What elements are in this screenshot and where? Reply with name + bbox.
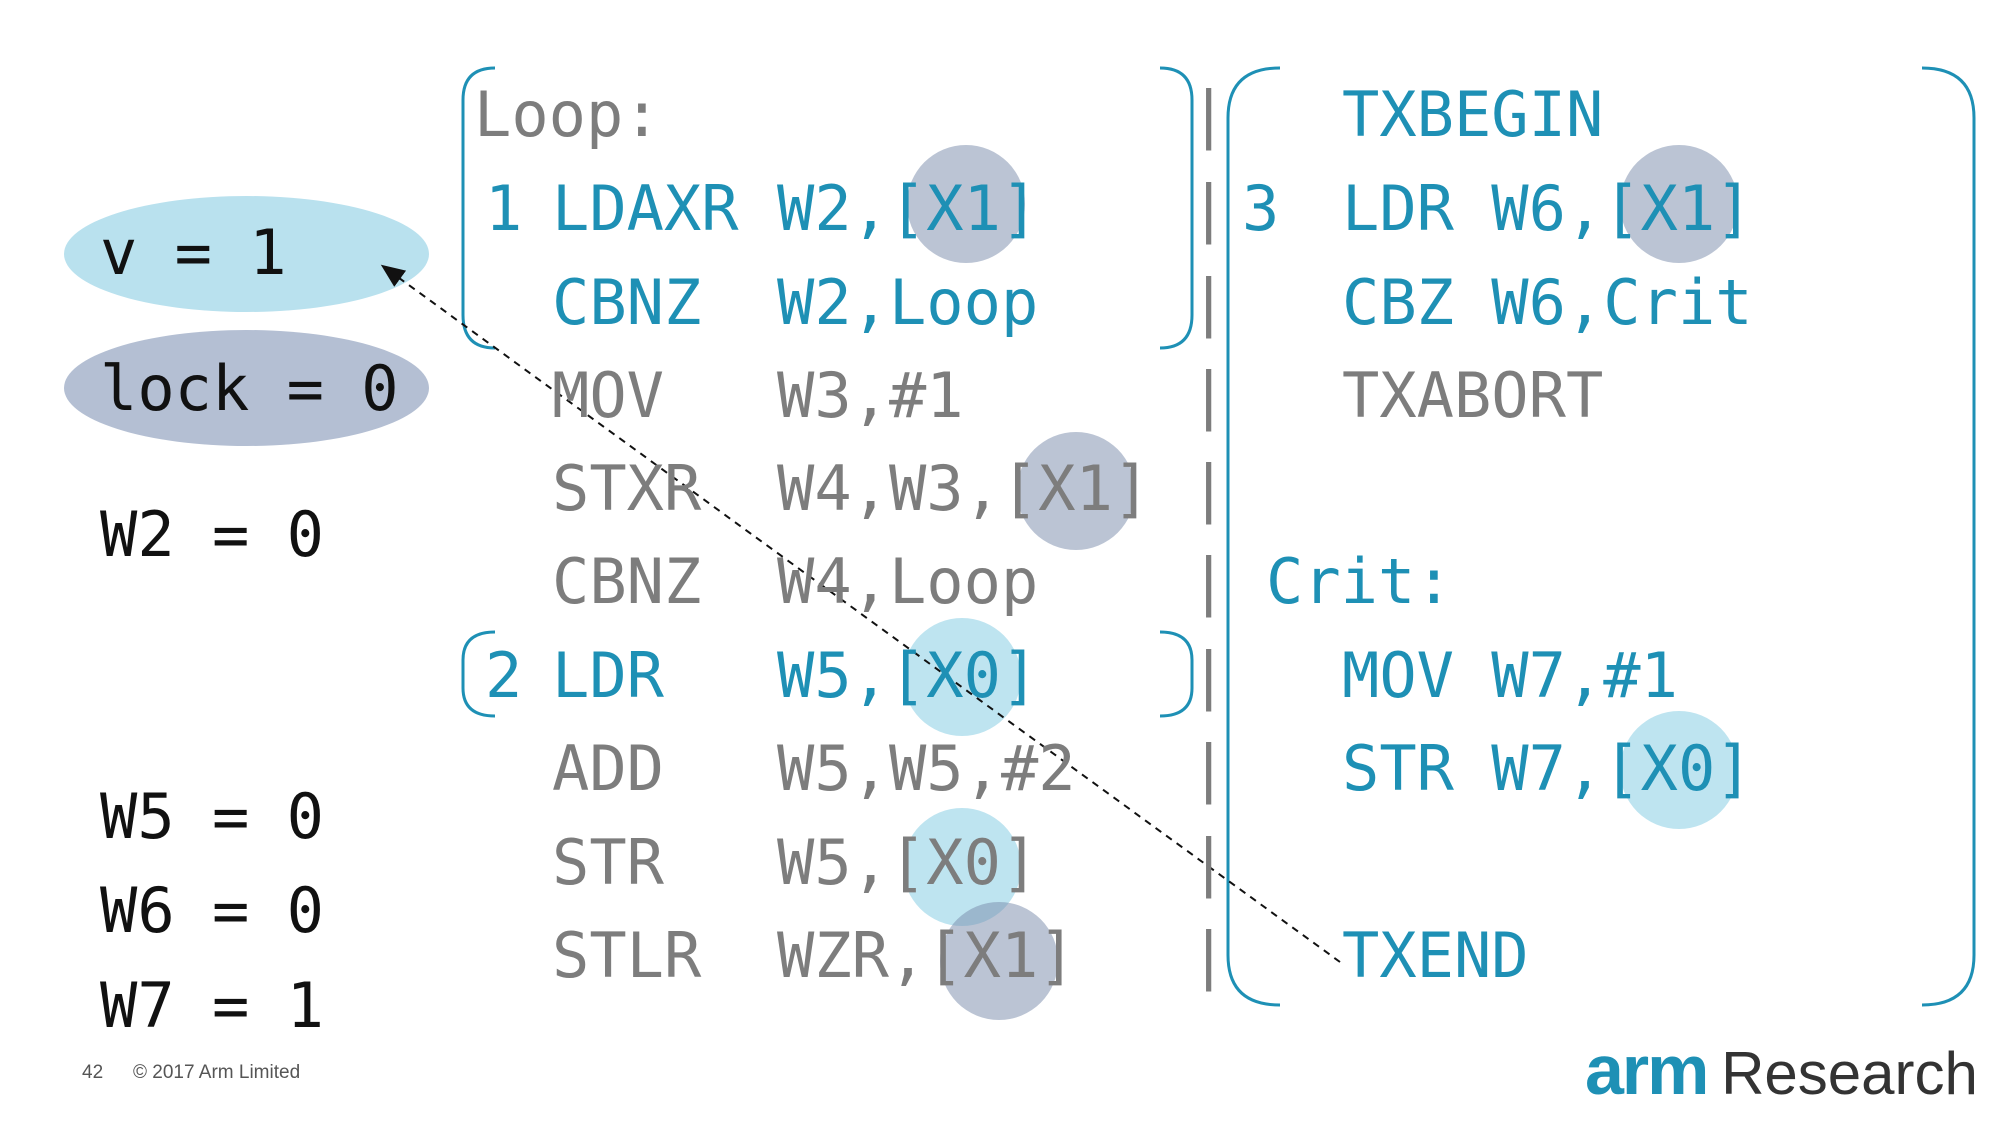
state-w5: W5 = 0 [100, 780, 324, 853]
state-w7: W7 = 1 [100, 969, 324, 1042]
tx-line-str: STR W7,[X0] [1342, 732, 1753, 805]
op-str: STR [552, 826, 664, 899]
marker-1: 1 [485, 172, 523, 245]
copyright: © 2017 Arm Limited [133, 1062, 301, 1083]
state-w2: W2 = 0 [100, 498, 324, 571]
tx-line-txend: TXEND [1342, 919, 1529, 992]
args-mov: W3,#1 [777, 359, 964, 432]
dashed-arrow [380, 264, 1341, 963]
bubble-ldaxr-x1 [907, 145, 1025, 263]
bubble-tx-ldr-x1 [1620, 145, 1738, 263]
brand-logo: arm Research [1585, 1030, 1978, 1110]
args-add: W5,W5,#2 [777, 732, 1076, 805]
separator-0: | [1190, 78, 1228, 151]
op-cbnz-1: CBNZ [552, 266, 702, 339]
bubble-tx-str-x0 [1620, 711, 1738, 829]
separator-4: | [1190, 452, 1228, 525]
ellipse-lock [64, 330, 429, 446]
args-stlr: WZR,[X1] [777, 919, 1076, 992]
separator-3: | [1190, 359, 1228, 432]
label-crit: Crit: [1266, 545, 1453, 618]
separator-8: | [1190, 826, 1228, 899]
page-number: 42 [82, 1062, 104, 1083]
args-ldr: W5,[X0] [777, 639, 1039, 712]
label-loop: Loop: [474, 78, 661, 151]
args-str: W5,[X0] [777, 826, 1039, 899]
bracket-tx-left [1226, 66, 1281, 1007]
bracket-2-right [1159, 630, 1194, 718]
brand-research: Research [1721, 1040, 1978, 1107]
tx-line-ldr: LDR W6,[X1] [1342, 172, 1753, 245]
bubble-stxr-x1 [1017, 432, 1135, 550]
args-stxr: W4,W3,[X1] [777, 452, 1151, 525]
separator-6: | [1190, 639, 1228, 712]
separator-1: | [1190, 172, 1228, 245]
tx-line-cbz: CBZ W6,Crit [1342, 266, 1753, 339]
separator-5: | [1190, 545, 1228, 618]
state-lock: lock = 0 [100, 352, 399, 425]
bubble-stlr-x1 [940, 902, 1058, 1020]
op-stxr: STXR [552, 452, 702, 525]
tx-line-txabort: TXABORT [1342, 359, 1604, 432]
bracket-2-left [461, 630, 496, 718]
op-stlr: STLR [552, 919, 702, 992]
bracket-1-right [1159, 66, 1194, 350]
tx-line-mov: MOV W7,#1 [1342, 639, 1678, 712]
bracket-1-left [461, 66, 496, 350]
marker-3: 3 [1242, 172, 1280, 245]
separator-2: | [1190, 266, 1228, 339]
brand-arm: arm [1585, 1031, 1709, 1109]
state-w6: W6 = 0 [100, 874, 324, 947]
args-ldaxr: W2,[X1] [777, 172, 1039, 245]
op-mov: MOV [552, 359, 664, 432]
args-cbnz-2: W4,Loop [777, 545, 1039, 618]
ellipse-v [64, 196, 429, 312]
op-ldaxr: LDAXR [552, 172, 739, 245]
op-cbnz-2: CBNZ [552, 545, 702, 618]
args-cbnz-1: W2,Loop [777, 266, 1039, 339]
separator-7: | [1190, 732, 1228, 805]
op-add: ADD [552, 732, 664, 805]
tx-line-txbegin: TXBEGIN [1342, 78, 1604, 151]
bracket-tx-right [1921, 66, 1976, 1007]
op-ldr: LDR [552, 639, 664, 712]
marker-2: 2 [485, 639, 523, 712]
separator-9: | [1190, 919, 1228, 992]
state-v: v = 1 [100, 216, 287, 289]
